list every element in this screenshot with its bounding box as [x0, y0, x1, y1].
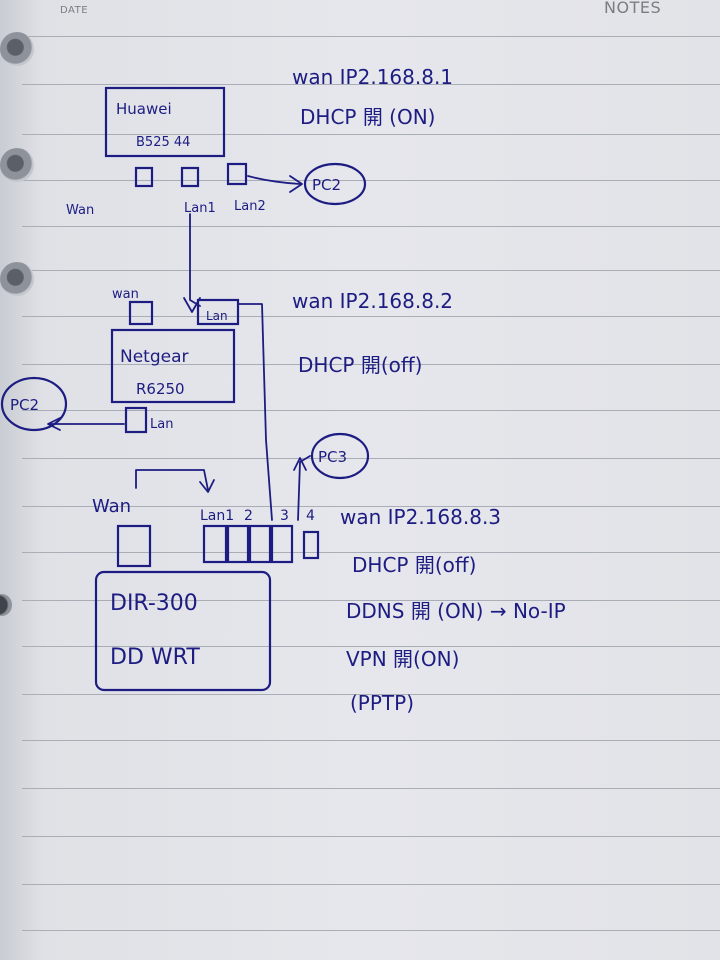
- dir-vpn-type-note: (PPTP): [350, 691, 414, 715]
- ruled-line: [22, 788, 720, 789]
- huawei-to-pc-line: [247, 175, 301, 185]
- ruled-line: [22, 600, 720, 601]
- pc-label: PC3: [318, 448, 347, 466]
- ruled-line: [22, 836, 720, 837]
- dir-wan-note: wan IP2.168.8.3: [340, 505, 501, 529]
- dir-wan-lan-loop: [135, 469, 209, 491]
- huawei-model: B525 44: [136, 135, 190, 150]
- netgear-dhcp-note: DHCP 開(off): [298, 353, 422, 377]
- huawei-wan-note: wan IP2.168.8.1: [292, 65, 453, 89]
- dir-port-4: [270, 524, 294, 564]
- dir-port-wan-label: Wan: [92, 496, 131, 517]
- pc-label: PC2: [10, 396, 39, 414]
- ruled-line: [22, 226, 720, 227]
- ruled-line: [22, 134, 720, 135]
- arrow-head-icon: [199, 479, 215, 493]
- netgear-port-lan-label: Lan: [206, 309, 228, 323]
- dir-port-2-label: 2: [244, 508, 253, 524]
- dir-dhcp-note: DHCP 開(off): [352, 553, 476, 577]
- huawei-port-wan-label: Wan: [66, 203, 94, 218]
- ruled-line: [22, 552, 720, 553]
- pc-circle: [310, 432, 370, 480]
- dir-vpn-note: VPN 開(ON): [346, 647, 459, 671]
- ruled-line: [22, 270, 720, 271]
- netgear-port-pc: [124, 406, 148, 434]
- arrow-head-icon: [289, 175, 303, 193]
- dir-ddns-note: DDNS 開 (ON) → No-IP: [346, 599, 566, 623]
- arrow-head-icon: [47, 417, 61, 431]
- netgear-port-lan: [196, 298, 240, 326]
- ruled-line: [22, 180, 720, 181]
- huawei-router-box: [104, 86, 226, 158]
- netgear-model: R6250: [136, 380, 185, 398]
- dir-to-pc3-line: [297, 455, 311, 521]
- ruled-line: [22, 694, 720, 695]
- dir300-name: DIR-300: [110, 591, 198, 616]
- binder-ring-hole: [0, 594, 12, 616]
- netgear-port-wan: [128, 300, 154, 326]
- huawei-dhcp-note: DHCP 開 (ON): [300, 105, 436, 129]
- dir-port-extra: [302, 530, 320, 560]
- binder-ring-hole: [0, 148, 34, 182]
- huawei-port-wan: [134, 166, 154, 188]
- dir-port-3-label: 3: [280, 508, 289, 524]
- binder-ring-hole: [0, 32, 34, 66]
- pc-label: PC2: [312, 176, 341, 194]
- netgear-wan-note: wan IP2.168.8.2: [292, 289, 453, 313]
- date-label: DATE: [60, 5, 89, 16]
- huawei-port-lan2: [226, 162, 248, 186]
- arrow-head-icon: [293, 457, 307, 471]
- ruled-line: [22, 410, 720, 411]
- netgear-port-wan-label: wan: [112, 287, 139, 302]
- netgear-router-box: [110, 328, 236, 404]
- dir-port-4-label: 4: [306, 508, 315, 524]
- netgear-port-pc-label: Lan: [150, 417, 173, 432]
- huawei-to-netgear-line: [189, 213, 201, 307]
- binder-ring-hole: [0, 262, 34, 296]
- ruled-line: [22, 930, 720, 931]
- huawei-name: Huawei: [116, 100, 172, 118]
- netgear-name: Netgear: [120, 347, 189, 367]
- ruled-line: [22, 316, 720, 317]
- ruled-line: [22, 506, 720, 507]
- ruled-line: [22, 84, 720, 85]
- ruled-line: [22, 740, 720, 741]
- dir300-router-box: [94, 570, 272, 692]
- ruled-line: [22, 458, 720, 459]
- pc-circle: [0, 376, 68, 432]
- dir300-firmware: DD WRT: [110, 645, 200, 670]
- ruled-line: [22, 364, 720, 365]
- dir-port-lan-label: Lan1: [200, 508, 234, 524]
- pc-circle: [303, 162, 367, 206]
- notes-label: NOTES: [604, 0, 662, 17]
- huawei-port-lan2-label: Lan2: [234, 199, 266, 214]
- ruled-line: [22, 884, 720, 885]
- ruled-line: [22, 646, 720, 647]
- dir-port-2: [226, 524, 250, 564]
- huawei-port-lan1: [180, 166, 200, 188]
- dir-port-lan1: [202, 524, 228, 564]
- netgear-to-dir-line: [237, 303, 273, 521]
- dir-port-3: [248, 524, 272, 564]
- ruled-line: [22, 36, 720, 37]
- dir-port-wan: [116, 524, 152, 568]
- huawei-port-lan1-label: Lan1: [184, 201, 216, 216]
